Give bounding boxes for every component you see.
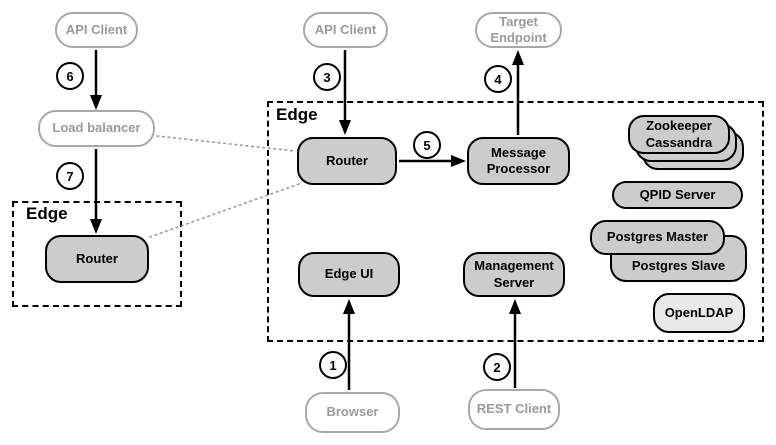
step-circle-6: 6 bbox=[56, 62, 84, 90]
node-message-processor: Message Processor bbox=[467, 137, 570, 185]
step-circle-7: 7 bbox=[56, 162, 84, 190]
step-circle-5: 5 bbox=[413, 131, 441, 159]
edge-main-zone-label: Edge bbox=[276, 105, 318, 124]
node-postgres-master: Postgres Master bbox=[590, 220, 725, 255]
node-qpid-server: QPID Server bbox=[612, 181, 743, 209]
node-router-left: Router bbox=[45, 235, 149, 283]
edge-left-zone-label: Edge bbox=[26, 204, 68, 223]
arrow-messageprocessor-to-target bbox=[512, 50, 524, 135]
step-circle-3: 3 bbox=[313, 63, 341, 91]
node-openldap: OpenLDAP bbox=[653, 293, 745, 333]
node-edge-ui: Edge UI bbox=[298, 252, 400, 297]
node-rest-client: REST Client bbox=[468, 389, 560, 430]
arrow-router-to-messageprocessor bbox=[399, 155, 466, 167]
arrow-loadbalancer-to-router bbox=[90, 149, 102, 234]
step-circle-4: 4 bbox=[484, 65, 512, 93]
cassandra-label: Cassandra bbox=[645, 134, 713, 150]
step-circle-1: 1 bbox=[319, 351, 347, 379]
node-api-client-top: API Client bbox=[303, 12, 388, 48]
node-target-endpoint: Target Endpoint bbox=[475, 12, 562, 48]
node-load-balancer: Load balancer bbox=[38, 110, 155, 147]
node-zookeeper-cassandra: Zookeeper Cassandra bbox=[628, 115, 730, 154]
node-router: Router bbox=[297, 137, 397, 185]
dotted-link-router-router bbox=[149, 183, 300, 238]
arrow-apiclient-to-router bbox=[339, 50, 351, 135]
arrow-restclient-to-managementserver bbox=[509, 299, 521, 388]
node-api-client-left: API Client bbox=[55, 12, 138, 48]
arrow-browser-to-edgeui bbox=[343, 299, 355, 390]
node-browser: Browser bbox=[305, 392, 400, 433]
step-circle-2: 2 bbox=[483, 353, 511, 381]
zookeeper-label: Zookeeper bbox=[646, 118, 712, 134]
node-management-server: Management Server bbox=[463, 252, 565, 297]
dotted-link-loadbalancer-router bbox=[156, 135, 296, 152]
arrow-apiclient-to-loadbalancer bbox=[90, 50, 102, 110]
